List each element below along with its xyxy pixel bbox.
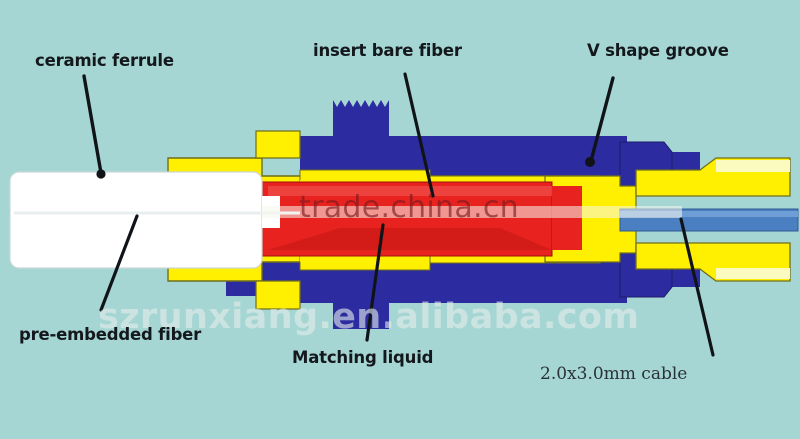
ceramic-ferrule-leader-dot (96, 169, 106, 179)
lower-crest-base (333, 303, 389, 329)
insert-bare-fiber-leader (403, 72, 435, 198)
v-shape-groove-leader (589, 76, 615, 163)
v-groove-deck-top (389, 136, 627, 150)
matching-liquid-chamber (261, 181, 582, 257)
strain-relief-boot (635, 157, 791, 282)
boot-highlight-lower (716, 268, 790, 279)
label-matching-liquid: Matching liquid (292, 348, 434, 367)
cable-highlight (620, 211, 798, 217)
bare-fiber-channel (262, 206, 682, 218)
ceramic-ferrule-body (9, 171, 280, 269)
red-top-sheen (268, 186, 552, 196)
ceramic-ferrule-leader (82, 74, 103, 175)
red-taper-wedge (268, 228, 552, 250)
label-v-shape-groove: V shape groove (587, 41, 729, 60)
matching-liquid-leader (365, 223, 385, 342)
crest-base (333, 110, 389, 138)
label-insert-bare-fiber: insert bare fiber (313, 41, 462, 60)
yellow-collar-upper (255, 130, 301, 159)
label-pre-embedded-fiber: pre-embedded fiber (19, 325, 202, 344)
cable-leader (679, 217, 715, 357)
label-ceramic-ferrule: ceramic ferrule (35, 51, 174, 70)
pre-embedded-fiber-leader (99, 214, 139, 312)
leader-lines (82, 72, 715, 357)
label-cable-spec: 2.0x3.0mm cable (540, 364, 688, 384)
fiber-channel (262, 206, 682, 218)
serrated-crest (333, 100, 389, 112)
v-shape-groove-leader-dot (585, 157, 595, 167)
boot-highlight-upper (716, 160, 790, 172)
yellow-collar-lower (255, 280, 301, 310)
